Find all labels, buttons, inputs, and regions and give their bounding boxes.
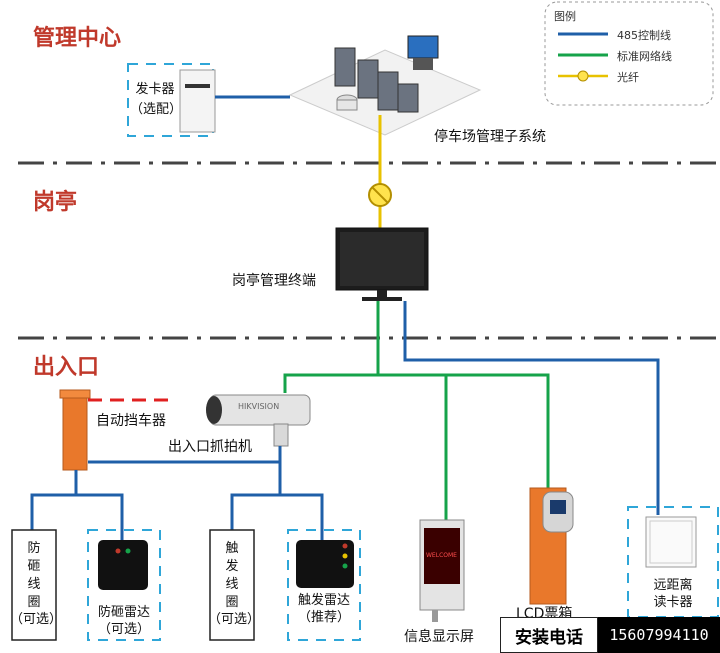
server-icon: [334, 47, 356, 87]
trigger-coil-note: （可选）: [208, 612, 261, 627]
legend-label-fiber: 光纤: [617, 71, 639, 84]
remote-reader-frame: [627, 506, 719, 618]
card-issuer-name: 发卡器: [135, 82, 175, 97]
anti-smash-coil-note: （可选）: [10, 612, 63, 627]
workstation-monitor-icon: [407, 35, 439, 59]
trigger-radar-label: 触发雷达 （推荐）: [290, 592, 358, 626]
trigger-coil-label: 触发线圈: [225, 541, 239, 610]
camera-lens-icon: [206, 396, 222, 424]
info-display-pole: [432, 610, 438, 622]
trigger-radar-frame: [287, 529, 361, 641]
section-title-booth: 岗亭: [33, 190, 78, 215]
indicator-icon: [342, 553, 348, 559]
barrier-cabinet: [62, 394, 88, 471]
anti-smash-radar-frame: [87, 529, 161, 641]
card-slot: [185, 84, 210, 88]
line-485: [280, 493, 324, 540]
server-icon: [377, 71, 399, 111]
booth-terminal-label: 岗亭管理终端: [232, 273, 316, 289]
fiber-connector-mark: [371, 186, 389, 204]
barrier-top: [59, 389, 91, 399]
booth-monitor-neck: [377, 290, 387, 298]
anti-smash-radar-label: 防砸雷达 （可选）: [90, 604, 158, 638]
indicator-icon: [125, 548, 131, 554]
trigger-coil-box: [209, 529, 255, 641]
line-485: [403, 301, 660, 515]
trigger-radar-name: 触发雷达: [297, 593, 350, 608]
card-issuer-frame: [127, 63, 214, 137]
section-title-entrance: 出入口: [33, 355, 100, 380]
trigger-radar-note: （推荐）: [297, 610, 350, 625]
contact-label: 安装电话: [500, 617, 598, 653]
remote-reader-label: 远距离 读卡器: [640, 577, 706, 611]
welcome-text: WELCOME: [426, 552, 457, 559]
card-issuer-label: 发卡器 （选配）: [130, 80, 183, 120]
line-485: [76, 493, 124, 540]
lcd-screen: [550, 500, 566, 514]
line-485: [30, 470, 78, 530]
remote-reader-name-1: 远距离: [653, 578, 693, 593]
section-title-management: 管理中心: [33, 26, 122, 51]
legend-label-network: 标准网络线: [617, 50, 672, 63]
trigger-radar-device: [296, 540, 354, 588]
indicator-icon: [342, 563, 348, 569]
info-display-screen: [424, 528, 460, 584]
indicator-icon: [342, 543, 348, 549]
booth-monitor-screen: [340, 232, 424, 286]
contact-banner: 安装电话 15607994110: [500, 617, 720, 653]
anti-smash-coil-box: [11, 529, 57, 641]
barrier-label: 自动挡车器: [96, 413, 166, 429]
server-icon: [357, 59, 379, 99]
network-line: [283, 373, 550, 488]
indicator-icon: [115, 548, 121, 554]
remote-reader-panel: [649, 520, 693, 564]
workstation-base: [413, 58, 433, 70]
fiber-connector-icon: [577, 70, 589, 82]
line-485: [230, 462, 282, 530]
anti-smash-coil-label: 防砸线圈: [27, 541, 41, 610]
camera-mount: [273, 423, 289, 447]
anti-smash-radar-name: 防砸雷达: [97, 605, 150, 620]
server-icon: [397, 83, 419, 113]
legend-box: [544, 1, 714, 106]
card-issuer-note: （选配）: [130, 102, 183, 117]
parking-subsystem-label: 停车场管理子系统: [434, 129, 546, 145]
contact-phone: 15607994110: [598, 617, 720, 653]
remote-reader-name-2: 读卡器: [653, 595, 693, 610]
capture-camera-label: 出入口抓拍机: [168, 439, 252, 455]
legend-label-485: 485控制线: [617, 29, 671, 42]
anti-smash-radar-device: [98, 540, 148, 590]
booth-monitor-base: [362, 297, 402, 301]
legend-title: 图例: [554, 10, 576, 23]
camera-brand: HIKVISION: [238, 402, 280, 411]
anti-smash-radar-note: （可选）: [97, 622, 150, 637]
info-display-label: 信息显示屏: [404, 629, 474, 645]
remote-reader-device: [645, 516, 697, 568]
storage-icon: [336, 99, 358, 111]
card-issuer-device: [179, 69, 216, 133]
